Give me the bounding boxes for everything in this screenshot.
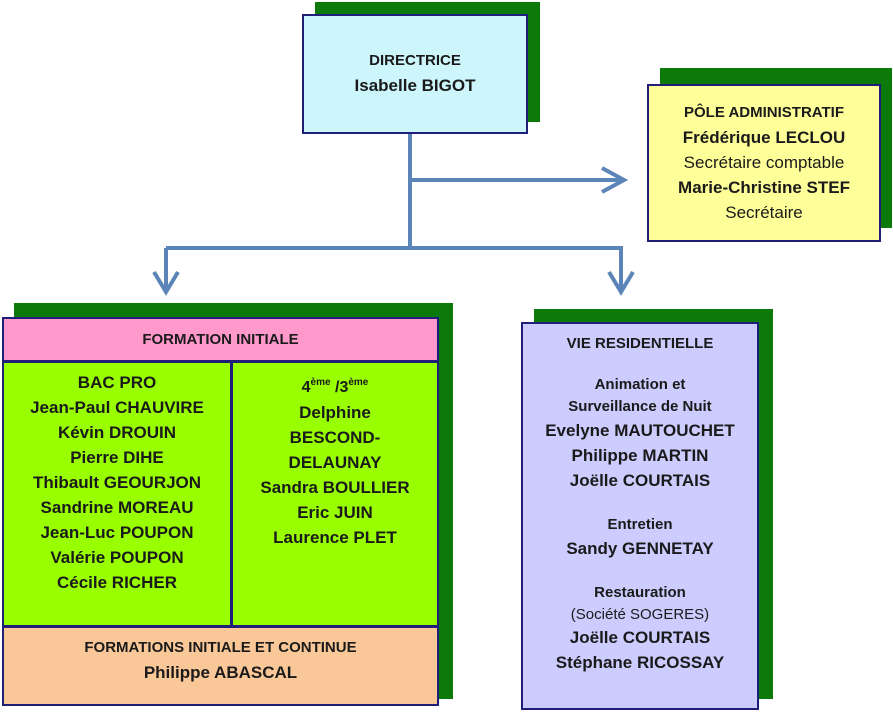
animation-title: Surveillance de Nuit xyxy=(568,398,712,415)
college-box: 4ème /3ème Delphine BESCOND- DELAUNAY Sa… xyxy=(231,361,439,627)
bacpro-box: BAC PRO Jean-Paul CHAUVIRE Kévin DROUIN … xyxy=(2,361,232,627)
restauration-note: (Société SOGERES) xyxy=(570,606,710,623)
college-level-b-sup: ème xyxy=(348,377,369,388)
admin-person-name: Frédérique LECLOU xyxy=(682,128,846,147)
college-member: Sandra BOULLIER xyxy=(260,478,410,497)
bacpro-member: Sandrine MOREAU xyxy=(40,498,194,517)
formation-initiale-title: FORMATION INITIALE xyxy=(142,331,299,348)
bacpro-member: Jean-Paul CHAUVIRE xyxy=(30,398,204,417)
vie-residentielle-box: VIE RESIDENTIELLE Animation et Surveilla… xyxy=(521,322,759,710)
formation-initiale-header: FORMATION INITIALE xyxy=(2,317,439,362)
vie-residentielle-title: VIE RESIDENTIELLE xyxy=(566,335,714,352)
formations-ic-name: Philippe ABASCAL xyxy=(143,663,298,682)
college-level-a-sup: ème xyxy=(310,377,331,388)
animation-member: Philippe MARTIN xyxy=(571,446,709,465)
bacpro-member: Valérie POUPON xyxy=(50,548,184,567)
restauration-member: Stéphane RICOSSAY xyxy=(555,653,725,672)
college-member: Delphine xyxy=(299,403,371,422)
arrow-head-vie xyxy=(607,270,635,296)
admin-box: PÔLE ADMINISTRATIF Frédérique LECLOU Sec… xyxy=(647,84,881,242)
animation-member: Evelyne MAUTOUCHET xyxy=(545,421,735,440)
animation-title: Animation et xyxy=(594,376,686,393)
college-member: Laurence PLET xyxy=(273,528,397,547)
restauration-title: Restauration xyxy=(594,584,686,601)
director-name: Isabelle BIGOT xyxy=(354,76,476,95)
college-level-a: 4 xyxy=(301,379,311,396)
arrow-head-formation xyxy=(152,270,180,296)
entretien-member: Sandy GENNETAY xyxy=(566,539,714,558)
bacpro-member: Cécile RICHER xyxy=(57,573,177,592)
college-member: DELAUNAY xyxy=(288,453,382,472)
college-level-sep: /3 xyxy=(330,379,349,396)
arrow-head-admin xyxy=(601,166,629,194)
bacpro-member: Kévin DROUIN xyxy=(57,423,177,442)
bacpro-title: BAC PRO xyxy=(77,373,157,392)
admin-title: PÔLE ADMINISTRATIF xyxy=(684,104,844,121)
admin-person-role: Secrétaire xyxy=(725,203,803,222)
formations-ic-title: FORMATIONS INITIALE ET CONTINUE xyxy=(84,639,357,656)
college-member: Eric JUIN xyxy=(297,503,373,522)
admin-person-name: Marie-Christine STEF xyxy=(678,178,850,197)
bacpro-member: Thibault GEOURJON xyxy=(32,473,202,492)
admin-person-role: Secrétaire comptable xyxy=(683,153,845,172)
entretien-title: Entretien xyxy=(607,516,673,533)
animation-member: Joëlle COURTAIS xyxy=(569,471,711,490)
restauration-member: Joëlle COURTAIS xyxy=(569,628,711,647)
bacpro-member: Jean-Luc POUPON xyxy=(40,523,194,542)
bacpro-member: Pierre DIHE xyxy=(70,448,164,467)
director-title: DIRECTRICE xyxy=(369,52,461,69)
college-level-title: 4ème /3ème xyxy=(302,370,369,400)
college-member: BESCOND- xyxy=(289,428,381,447)
director-box: DIRECTRICE Isabelle BIGOT xyxy=(302,14,528,134)
formations-ic-box: FORMATIONS INITIALE ET CONTINUE Philippe… xyxy=(2,626,439,706)
